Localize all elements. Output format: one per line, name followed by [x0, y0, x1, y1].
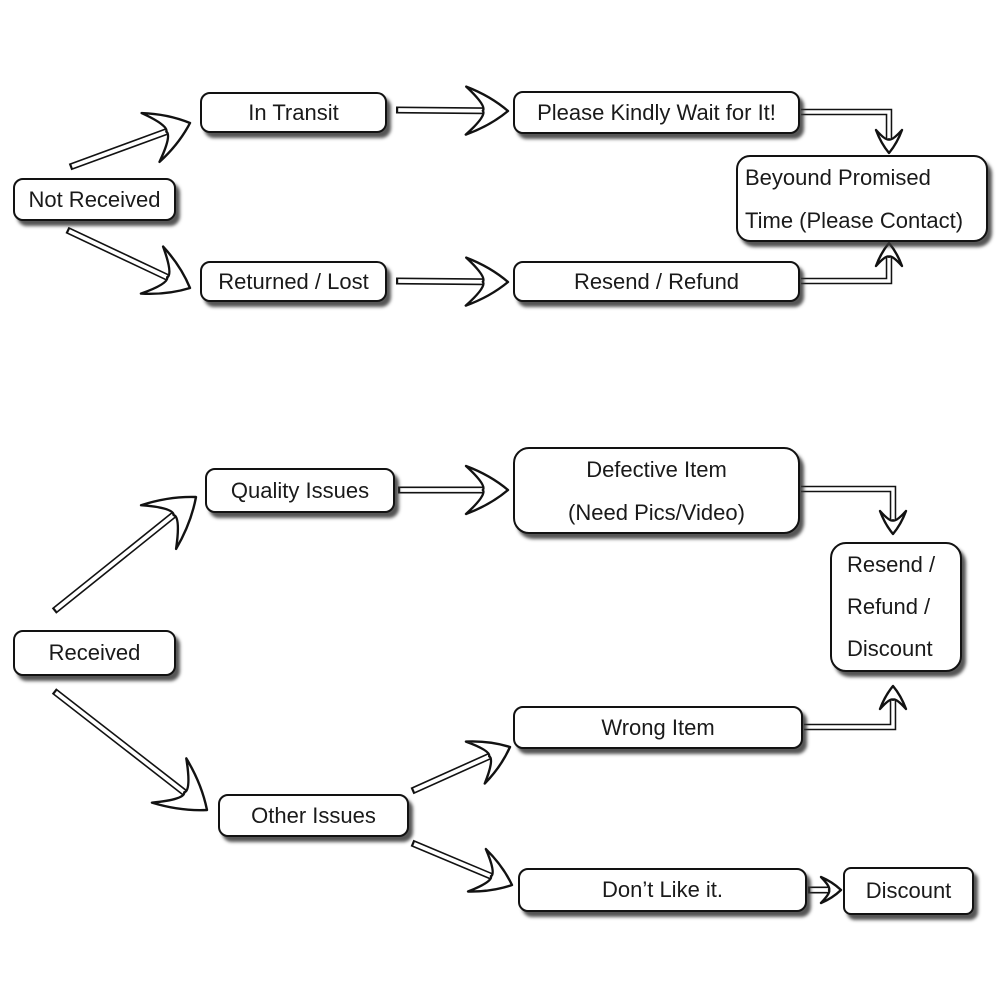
arrow-returned-lost-to-resend-refund [395, 256, 510, 307]
node-label-line2: (Need Pics/Video) [568, 499, 745, 525]
node-label: In Transit [248, 99, 339, 125]
node-label-line2: Time (Please Contact) [745, 207, 964, 233]
node-label-line1: Defective Item [586, 456, 727, 482]
arrow-resend-refund-to-beyond [801, 241, 904, 285]
node-label: Please Kindly Wait for It! [537, 99, 776, 125]
node-not-received: Not Received [13, 178, 176, 221]
node-defective-item: Defective Item (Need Pics/Video) [513, 447, 800, 534]
arrow-wrong-item-to-rrd [804, 684, 908, 731]
node-label-line3: Discount [847, 636, 933, 661]
arrow-in-transit-to-please-wait [395, 85, 510, 136]
arrow-received-to-other-issues [51, 688, 209, 812]
arrow-other-issues-to-dont-like [410, 839, 514, 893]
node-beyond-promised: Beyound Promised Time (Please Contact) [736, 155, 988, 242]
node-label-line1: Resend / [847, 552, 936, 577]
node-in-transit: In Transit [200, 92, 387, 133]
node-label: Not Received [28, 186, 161, 212]
node-label-line2: Refund / [847, 594, 931, 619]
node-quality-issues: Quality Issues [205, 468, 395, 513]
arrow-dont-like-to-discount [808, 875, 843, 905]
arrow-defective-to-rrd [801, 485, 908, 536]
node-label: Other Issues [251, 802, 376, 828]
arrow-not-received-to-in-transit [68, 111, 192, 171]
node-received: Received [13, 630, 176, 676]
node-label: Received [48, 640, 141, 665]
arrow-other-issues-to-wrong-item [410, 740, 512, 795]
node-returned-lost: Returned / Lost [200, 261, 387, 302]
node-wrong-item: Wrong Item [513, 706, 803, 749]
node-label: Wrong Item [601, 714, 715, 740]
node-other-issues: Other Issues [218, 794, 409, 837]
node-label: Discount [865, 878, 952, 903]
node-dont-like: Don’t Like it. [518, 868, 807, 912]
node-please-wait: Please Kindly Wait for It! [513, 91, 800, 134]
arrow-received-to-quality-issues [51, 495, 198, 614]
node-label: Returned / Lost [218, 268, 369, 294]
node-label-line1: Beyound Promised [745, 164, 931, 190]
node-resend-refund-discount: Resend / Refund / Discount [830, 542, 962, 672]
arrow-please-wait-to-beyond [801, 108, 904, 155]
node-discount: Discount [843, 867, 974, 915]
arrow-quality-issues-to-defective [398, 464, 510, 516]
node-label: Resend / Refund [573, 268, 740, 294]
node-label: Don’t Like it. [601, 877, 724, 902]
node-label: Quality Issues [230, 477, 370, 503]
node-resend-refund: Resend / Refund [513, 261, 800, 302]
arrow-not-received-to-returned-lost [65, 226, 192, 296]
